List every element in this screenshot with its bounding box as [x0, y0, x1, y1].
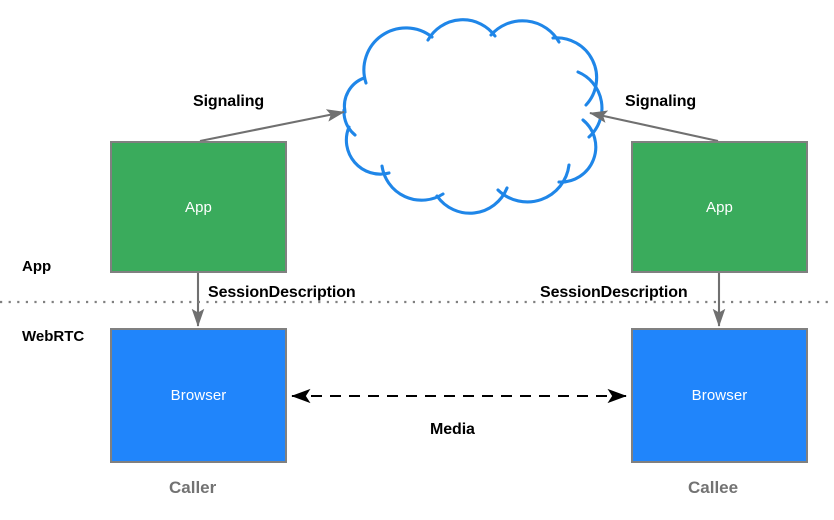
node-browser-caller-label: Browser	[170, 387, 227, 404]
layer-label-webrtc: WebRTC	[22, 328, 85, 345]
edge-label-signaling-left: Signaling	[193, 93, 265, 110]
edge-label-session-description-left: SessionDescription	[208, 284, 356, 301]
layer-label-app: App	[22, 258, 52, 275]
node-app-caller[interactable]: App	[110, 141, 287, 273]
role-label-callee: Callee	[688, 478, 739, 497]
node-app-callee[interactable]: App	[631, 141, 808, 273]
signaling-cloud-icon	[342, 18, 604, 215]
role-label-caller: Caller	[169, 478, 217, 497]
edge-label-signaling-right: Signaling	[625, 93, 697, 110]
node-browser-callee[interactable]: Browser	[631, 328, 808, 463]
edge-label-media: Media	[430, 421, 475, 438]
node-browser-caller[interactable]: Browser	[110, 328, 287, 463]
node-app-caller-label: App	[185, 198, 212, 216]
edge-signaling-left	[199, 109, 345, 143]
edge-label-session-description-right: SessionDescription	[540, 284, 688, 301]
edge-signaling-right	[589, 110, 719, 143]
node-app-callee-label: App	[706, 198, 733, 216]
node-browser-callee-label: Browser	[691, 387, 748, 404]
